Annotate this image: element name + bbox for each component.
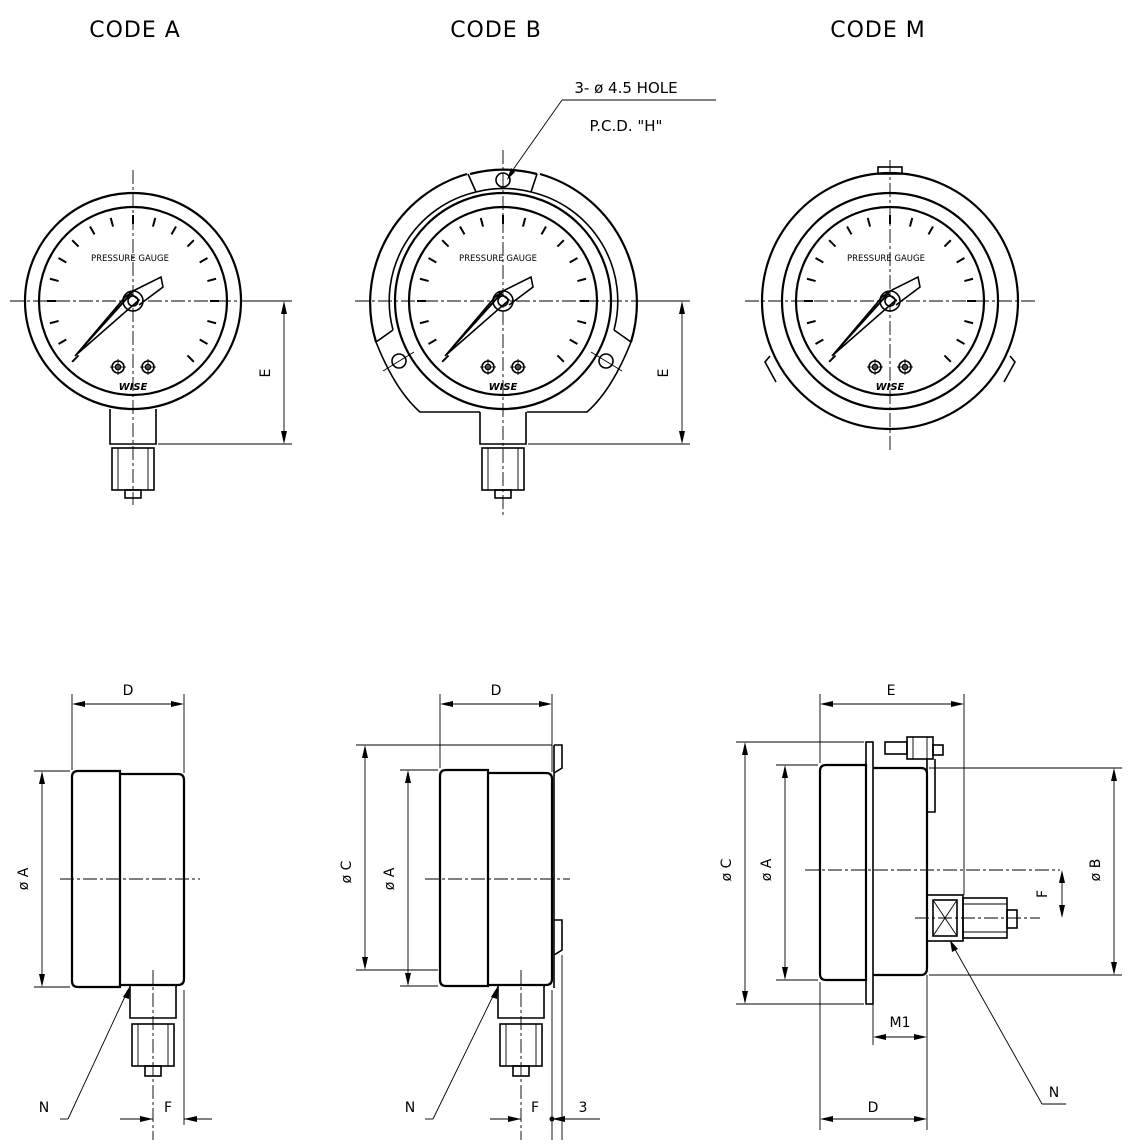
code-a-dim-d: D [123, 683, 134, 699]
code-b-side-view: D ø C ø A F 3 N [339, 683, 600, 1140]
code-b-dim-dia-a: ø A [382, 867, 398, 890]
code-a-front-view: PRESSURE GAUGE WISE E [10, 170, 292, 505]
code-m-dim-dia-c: ø C [719, 858, 735, 881]
code-m-front-view: PRESSURE GAUGE WISE [745, 160, 1035, 450]
code-m-brand-logo: WISE [876, 382, 905, 393]
code-m-dim-n: N [1049, 1085, 1059, 1101]
code-b-front-view: PRESSURE GAUGE WISE 3- ø 4.5 HOLE P.C.D.… [355, 79, 716, 515]
title-code-a: CODE A [89, 18, 181, 43]
code-b-dim-d: D [491, 683, 502, 699]
code-a-dim-n: N [39, 1100, 49, 1116]
title-code-m: CODE M [830, 18, 926, 43]
code-b-brand-logo: WISE [489, 382, 518, 393]
code-m-dim-d: D [868, 1100, 879, 1116]
hole-callout: 3- ø 4.5 HOLE [574, 79, 677, 97]
code-m-dim-dia-b: ø B [1088, 859, 1104, 882]
code-b-dim-f: F [531, 1100, 539, 1116]
code-m-dim-m1: M1 [890, 1015, 911, 1031]
code-a-dim-f: F [164, 1100, 172, 1116]
code-b-dim-dia-c: ø C [339, 860, 355, 883]
title-code-b: CODE B [450, 18, 542, 43]
code-a-dim-e: E [258, 369, 274, 378]
code-m-face-label: PRESSURE GAUGE [847, 254, 925, 264]
code-a-side-view: D ø A F N [16, 683, 212, 1140]
code-m-dim-f: F [1035, 890, 1051, 898]
code-a-dim-dia-a: ø A [16, 867, 32, 890]
code-a-face-label: PRESSURE GAUGE [91, 254, 169, 264]
code-m-dim-e: E [887, 683, 896, 699]
code-b-dim-n: N [405, 1100, 415, 1116]
pcd-callout: P.C.D. "H" [590, 117, 663, 135]
code-a-brand-logo: WISE [119, 382, 148, 393]
code-m-side-view: E ø C ø A ø B F M1 [719, 683, 1122, 1130]
code-b-dim-3: 3 [579, 1100, 588, 1116]
code-m-dim-dia-a: ø A [759, 858, 775, 881]
code-b-dim-e: E [656, 369, 672, 378]
code-b-face-label: PRESSURE GAUGE [459, 254, 537, 264]
